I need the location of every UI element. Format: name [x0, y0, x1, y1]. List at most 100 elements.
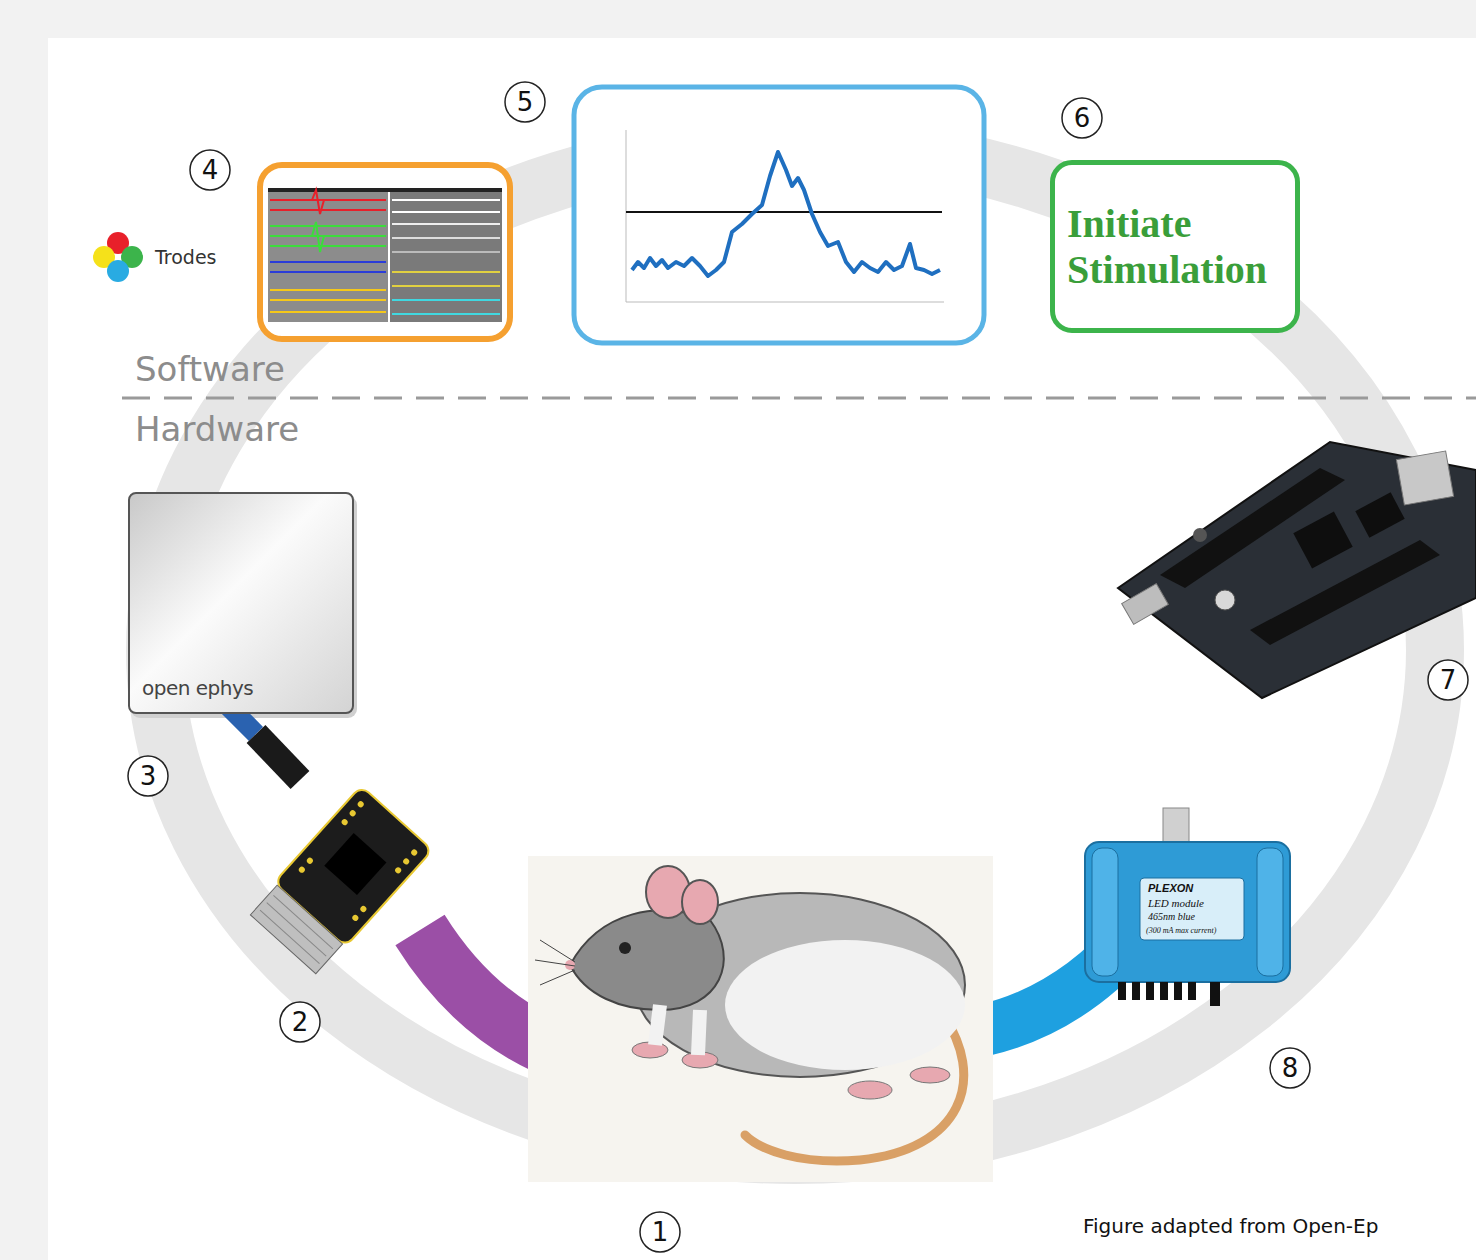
detection-plot-box: [574, 87, 984, 343]
spike-display-box: [270, 199, 386, 201]
beaglebone-board: [1293, 512, 1352, 569]
spike-display-box: [270, 245, 386, 247]
region-label: Software: [135, 350, 285, 389]
callout-circles: [640, 1212, 680, 1252]
led-module: [1140, 878, 1244, 940]
detection-plot-box: [626, 302, 944, 303]
node-text: open ephys: [142, 676, 253, 700]
callout-circles: [128, 756, 168, 796]
headstage: [410, 848, 418, 856]
white-panel: [48, 38, 1476, 1260]
spike-display-box: [392, 251, 500, 253]
spike-display-box: [270, 261, 386, 263]
led-module: [1092, 848, 1118, 976]
callout-number: 8: [1270, 1048, 1310, 1088]
led-module: [1188, 982, 1196, 1000]
callout-circles: [1270, 1048, 1310, 1088]
rat-drawing: [632, 1042, 668, 1058]
stimulation-box: Initiate Stimulation: [1050, 160, 1300, 333]
spike-display-box: [392, 299, 500, 301]
detection-plot-box: [626, 130, 627, 302]
led-module: [1118, 982, 1220, 1006]
spike-display-box: [268, 190, 388, 322]
spike-display-box: [312, 222, 324, 252]
spike-display-box: [312, 190, 324, 214]
beaglebone-board: [1215, 590, 1235, 610]
headstage: [298, 865, 306, 873]
led-module: [1160, 982, 1168, 1000]
callout-number: 2: [280, 1002, 320, 1042]
headstage: [256, 734, 300, 780]
spike-display-box: [268, 188, 502, 192]
led-module: [1257, 848, 1283, 976]
beaglebone-board: [1118, 442, 1476, 698]
beaglebone-board: [1193, 528, 1207, 542]
headstage: [267, 903, 326, 957]
led-module: [1132, 982, 1140, 1000]
rat-drawing: [535, 940, 575, 985]
rat-drawing: [655, 1005, 700, 1055]
callout-circles: [128, 82, 1310, 1252]
spike-display-box: [270, 190, 500, 314]
callout-circles: [190, 150, 230, 190]
led-module: [1118, 982, 1126, 1000]
spike-display-box: [260, 165, 510, 339]
rat-drawing: [570, 910, 724, 1010]
device-text: PLEXON: [1148, 882, 1193, 895]
headstage: [298, 800, 419, 922]
callout-circle: [1428, 660, 1468, 700]
beaglebone-board: [1396, 451, 1453, 505]
beaglebone-board: [1118, 442, 1476, 698]
detection-plot-box: [626, 211, 942, 213]
led-module: [1163, 808, 1189, 844]
device-text: (300 mA max current): [1146, 926, 1216, 935]
figure-caption: Figure adapted from Open-Ep: [1083, 1214, 1378, 1238]
headstage: [356, 800, 364, 808]
spike-display-box: [392, 313, 500, 315]
led-module: [1146, 982, 1154, 1000]
rat-drawing: [682, 880, 718, 924]
spike-display-box: [270, 271, 386, 273]
rat-drawing: [540, 970, 575, 985]
region-label: Hardware: [135, 410, 299, 449]
headstage: [273, 895, 332, 949]
acquisition-box: open ephys: [128, 492, 354, 714]
rat-drawing: [619, 942, 631, 954]
beaglebone-board: [1250, 540, 1440, 645]
headstage: [340, 818, 348, 826]
spike-display-box: [270, 209, 386, 211]
led-module: [1210, 982, 1220, 1006]
device-text: 465nm blue: [1148, 911, 1195, 923]
spike-display-box: [390, 190, 502, 322]
callout-number: 6: [1062, 98, 1102, 138]
headstage: [306, 857, 314, 865]
spike-display-box: [270, 299, 386, 301]
headstage: [402, 857, 410, 865]
spike-display-box: [392, 223, 500, 225]
software-hardware-divider: [122, 397, 1476, 400]
beaglebone-board: [1355, 492, 1404, 537]
spike-display-box: [270, 311, 386, 313]
device-text: LED module: [1148, 897, 1204, 910]
rat-drawing: [848, 1081, 892, 1099]
spike-display-box: [392, 285, 500, 287]
trodes-logo: [107, 260, 129, 282]
headstage: [420, 930, 545, 1045]
spike-display-box: [270, 225, 386, 227]
rat-drawing: [528, 856, 993, 1182]
callout-number: 1: [640, 1212, 680, 1252]
led-module: [1085, 842, 1290, 982]
logo-text: Trodes: [155, 247, 216, 269]
callout-circles: [505, 82, 545, 122]
rat-drawing: [725, 940, 965, 1070]
headstage: [210, 688, 545, 1045]
headstage: [250, 885, 342, 974]
detection-plot-box: [574, 87, 984, 343]
led-module: [1085, 808, 1290, 1006]
headstage: [260, 910, 319, 964]
headstage: [351, 914, 359, 922]
callout-circles: [280, 1002, 320, 1042]
spike-display-box: [270, 289, 386, 291]
callout-number: 3: [128, 756, 168, 796]
